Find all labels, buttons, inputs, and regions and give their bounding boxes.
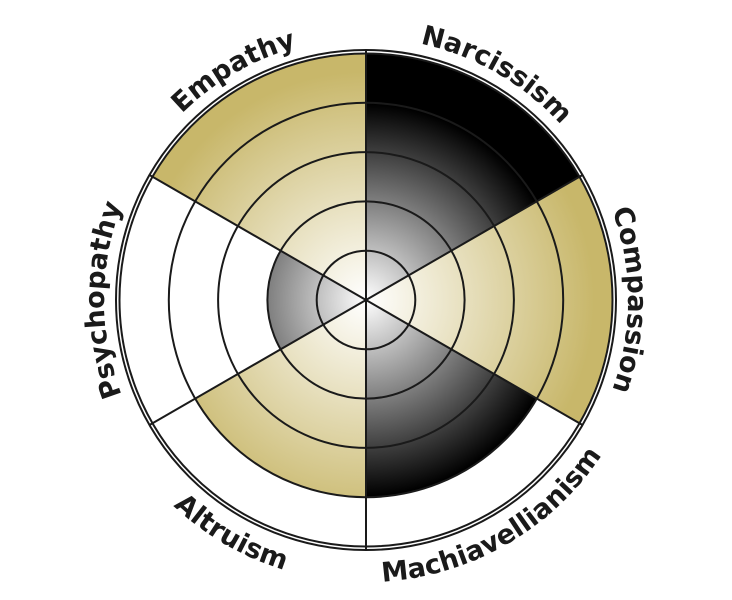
sector-narcissism (366, 53, 580, 300)
sector-altruism (195, 300, 366, 498)
label-text-psychopathy: Psychopathy (80, 197, 128, 403)
grid-spoke-3 (365, 299, 584, 426)
grid-spoke-6 (148, 174, 367, 301)
sector-empathy (152, 53, 366, 300)
sector-machiavellianism (366, 300, 537, 498)
grid-spoke-2 (365, 174, 584, 301)
sector-compassion (366, 176, 613, 424)
grid-layer (115, 49, 617, 551)
grid-spoke-5 (148, 299, 367, 426)
sectors-layer (152, 53, 613, 498)
label-psychopathy: Psychopathy (80, 197, 128, 403)
